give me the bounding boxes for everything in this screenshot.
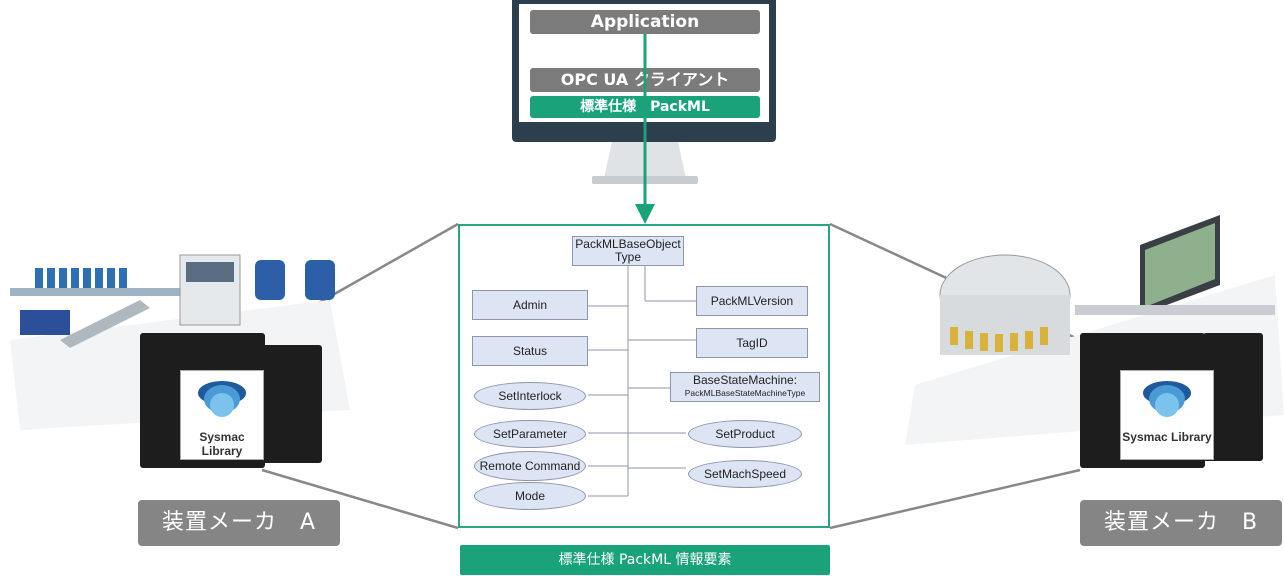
application-bar: Application xyxy=(530,10,760,34)
sysmac-library-text-b: Sysmac Library xyxy=(1122,430,1212,444)
node-mode: Mode xyxy=(474,482,586,510)
node-tag-id: TagID xyxy=(696,328,808,358)
packml-diagram: PackMLBaseObject Type Admin Status SetIn… xyxy=(458,224,830,528)
node-set-interlock: SetInterlock xyxy=(474,382,586,410)
maker-b-badge: 装置メーカ B xyxy=(1080,500,1282,546)
sysmac-library-text-a: Sysmac Library xyxy=(199,430,245,458)
diagram-tree-lines xyxy=(588,266,696,497)
sysmac-library-label-a: Sysmac Library xyxy=(180,370,264,460)
node-packml-base-object-type: PackMLBaseObject Type xyxy=(572,236,684,266)
plc-module-a xyxy=(262,345,322,463)
node-packml-version: PackMLVersion xyxy=(696,286,808,316)
sysmac-library-label-b: Sysmac Library xyxy=(1120,370,1214,460)
node-admin: Admin xyxy=(472,290,588,320)
sysmac-gear-icon xyxy=(1143,381,1191,417)
node-status: Status xyxy=(472,336,588,366)
diagram-caption: 標準仕様 PackML 情報要素 xyxy=(460,545,830,575)
sysmac-gear-icon xyxy=(198,381,246,417)
node-set-parameter: SetParameter xyxy=(474,420,586,448)
base-state-machine-label: BaseStateMachine: xyxy=(692,373,798,387)
maker-a-badge: 装置メーカ A xyxy=(138,500,340,546)
down-arrow-icon xyxy=(635,34,655,224)
node-set-mach-speed: SetMachSpeed xyxy=(688,460,802,488)
base-state-machine-type-label: PackMLBaseStateMachineType xyxy=(684,388,806,398)
node-remote-command: Remote Command xyxy=(474,451,586,481)
node-set-product: SetProduct xyxy=(688,420,802,448)
node-base-state-machine: BaseStateMachine: PackMLBaseStateMachine… xyxy=(670,372,820,402)
